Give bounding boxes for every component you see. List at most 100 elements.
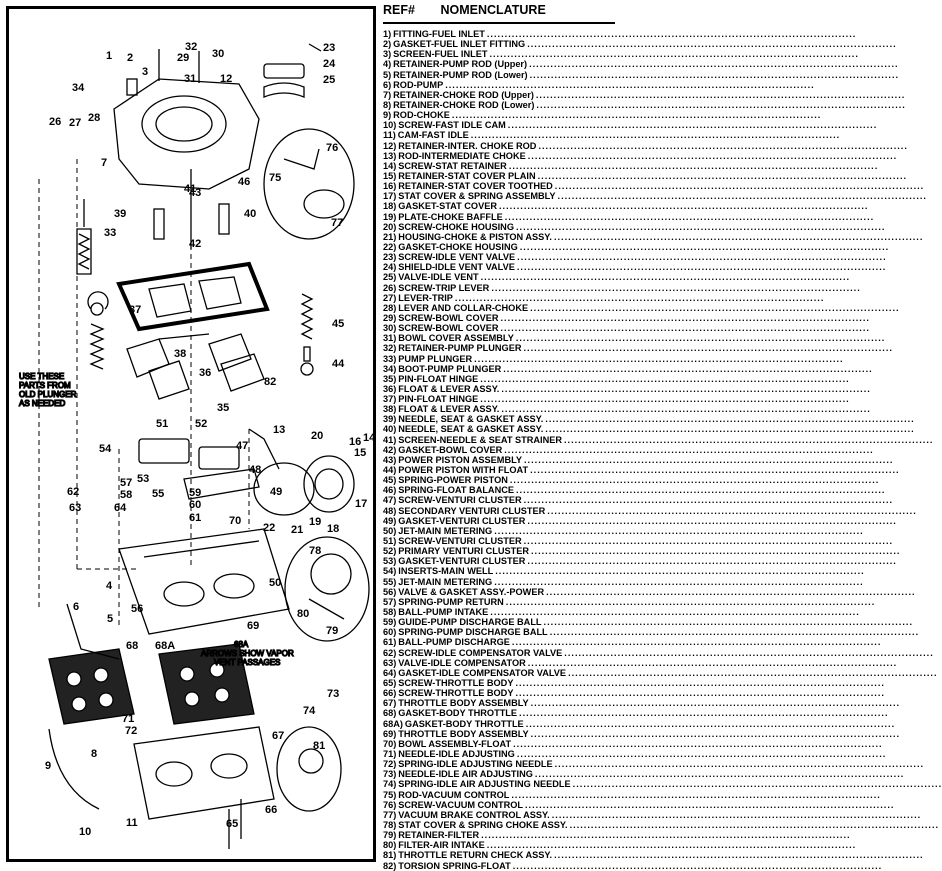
part-ref-number: 22) (383, 241, 397, 252)
leader-dots (524, 455, 893, 465)
part-ref-number: 14) (383, 160, 397, 171)
vacuum-brake-inset (263, 128, 355, 240)
part-name: PLATE-CHOKE BAFFLE (398, 211, 503, 222)
part-ref-number: 82) (383, 860, 397, 871)
parts-list-item: 8)RETAINER-CHOKE ROD (Lower) (383, 100, 615, 110)
parts-list-item: 57)SPRING-PUMP RETURN (383, 597, 615, 607)
part-name: GASKET-VENTURI CLUSTER (398, 556, 526, 567)
leader-dots (555, 181, 924, 191)
part-ref-number: 71) (383, 748, 397, 759)
callout-9: 9 (45, 760, 51, 772)
parts-list-item: 24)SHIELD-IDLE VENT VALVE (383, 262, 615, 272)
part-ref-number: 79) (383, 830, 397, 841)
part-ref-number: 17) (383, 191, 397, 202)
parts-list-item: 55)JET-MAIN METERING (383, 577, 615, 587)
callout-54: 54 (99, 443, 112, 455)
leader-dots (455, 293, 824, 303)
part-name: SPRING-FLOAT BALANCE (398, 485, 514, 496)
leader-dots (519, 708, 888, 718)
part-ref-number: 64) (383, 667, 397, 678)
leader-dots (538, 141, 907, 151)
part-name: VALVE-IDLE COMPENSATOR (398, 657, 526, 668)
parts-list-item: 26)SCREW-TRIP LEVER (383, 283, 615, 293)
part-name: THROTTLE RETURN CHECK ASSY. (398, 850, 553, 861)
callout-66: 66 (265, 804, 277, 816)
part-name: JET-MAIN METERING (398, 525, 493, 536)
callout-56: 56 (131, 603, 143, 615)
leader-dots (545, 424, 914, 434)
leader-dots (471, 130, 840, 140)
part-ref-number: 38) (383, 404, 397, 415)
part-name: VACUUM BRAKE CONTROL ASSY. (398, 809, 550, 820)
callout-27: 27 (69, 117, 81, 129)
callout-72: 72 (125, 725, 137, 737)
leader-dots (531, 546, 900, 556)
part-ref-number: 45) (383, 475, 397, 486)
parts-list-item: 75)ROD-VACUUM CONTROL (383, 790, 615, 800)
part-ref-number: 3) (383, 49, 392, 60)
part-name: SPRING-PUMP DISCHARGE BALL (398, 627, 548, 638)
parts-list-item: 74)SPRING-IDLE AIR ADJUSTING NEEDLE (383, 779, 615, 789)
stat-cover-inset (284, 536, 370, 642)
leader-dots (501, 404, 870, 414)
parts-list-item: 34)BOOT-PUMP PLUNGER (383, 364, 615, 374)
carburetor-drawing: 1234567891011121314151617181920212223242… (18, 41, 376, 849)
part-name: SPRING-PUMP RETURN (398, 596, 504, 607)
part-ref-number: 62) (383, 647, 397, 658)
part-ref-number: 34) (383, 363, 397, 374)
part-ref-number: 60) (383, 627, 397, 638)
callout-73: 73 (327, 688, 339, 700)
parts-list-item: 39)NEEDLE, SEAT & GASKET ASSY. (383, 414, 615, 424)
part-name: THROTTLE BODY ASSEMBLY (398, 698, 529, 709)
parts-list-item: 23)SCREW-IDLE VENT VALVE (383, 252, 615, 262)
part-name: ROD-INTERMEDIATE CHOKE (398, 150, 526, 161)
parts-list-item: 60)SPRING-PUMP DISCHARGE BALL (383, 627, 615, 637)
leader-dots (531, 729, 900, 739)
parts-list-item: 21)HOUSING-CHOKE & PISTON ASSY. (383, 232, 615, 242)
leader-dots (554, 850, 923, 860)
leader-dots (505, 212, 874, 222)
parts-list-item: 82)TORSION SPRING-FLOAT (383, 861, 615, 871)
note-plunger-line-3: OLD PLUNGER (19, 390, 77, 399)
leader-dots (516, 485, 885, 495)
linkage-rods (48, 428, 280, 810)
leader-dots (547, 506, 916, 516)
note-68a-line-2: ARROWS SHOW VAPOR (201, 649, 294, 658)
callout-40: 40 (244, 208, 256, 220)
parts-list-item: 78)STAT COVER & SPRING CHOKE ASSY. (383, 820, 615, 830)
part-name: STAT COVER & SPRING CHOKE ASSY. (398, 819, 568, 830)
parts-list-item: 46)SPRING-FLOAT BALANCE (383, 485, 615, 495)
part-name: POWER PISTON WITH FLOAT (398, 465, 529, 476)
leader-dots (501, 384, 870, 394)
callout-62: 62 (67, 486, 79, 498)
callout-36: 36 (199, 367, 211, 379)
leader-dots (527, 516, 896, 526)
leader-dots (495, 566, 864, 576)
note-68a: 68A ARROWS SHOW VAPOR VENT PASSAGES (200, 639, 294, 667)
part-name: GASKET-IDLE COMPENSATOR VALVE (398, 667, 567, 678)
part-name: GUIDE-PUMP DISCHARGE BALL (398, 617, 542, 628)
part-name: FITTING-FUEL INLET (393, 29, 485, 39)
callout-38: 38 (174, 348, 186, 360)
callout-63: 63 (69, 502, 81, 514)
leader-dots (550, 627, 919, 637)
leader-dots (489, 49, 858, 59)
leader-dots (513, 861, 882, 871)
part-name: RETAINER-PUMP ROD (Upper) (393, 59, 528, 70)
part-ref-number: 13) (383, 150, 397, 161)
part-name: SHIELD-IDLE VENT VALVE (398, 262, 515, 273)
part-name: BOWL COVER ASSEMBLY (398, 333, 514, 344)
part-name: CAM-FAST IDLE (397, 130, 469, 141)
parts-list-item: 13)ROD-INTERMEDIATE CHOKE (383, 151, 615, 161)
callout-20: 20 (311, 430, 323, 442)
leader-dots (526, 719, 895, 729)
bowl-cover-assembly (113, 49, 260, 190)
leader-dots (510, 475, 879, 485)
parts-list-item: 1)FITTING-FUEL INLET (383, 29, 615, 39)
leader-dots (552, 810, 921, 820)
callout-65: 65 (226, 818, 238, 830)
callout-32: 32 (185, 41, 197, 53)
part-name: HOUSING-CHOKE & PISTON ASSY. (398, 231, 552, 242)
part-name: SCREW-VENTURI CLUSTER (398, 536, 522, 547)
leader-dots (500, 323, 869, 333)
